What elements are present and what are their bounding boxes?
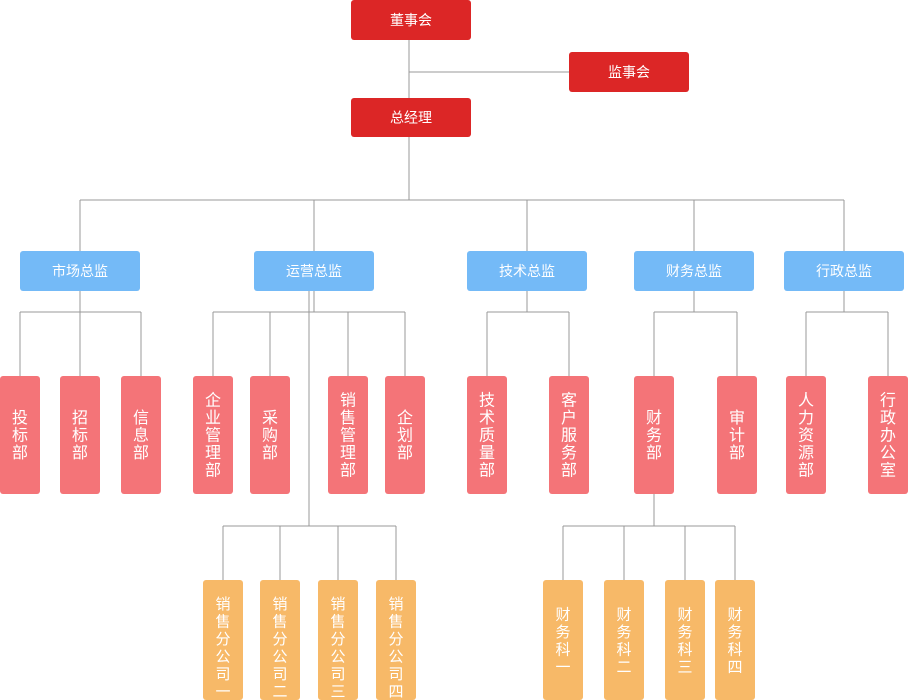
sales-branch-node-label: 销售分公司四 — [388, 595, 403, 700]
director-node: 技术总监 — [467, 251, 587, 291]
finance-section-node: 财务科一 — [543, 580, 583, 700]
department-node-label: 企划部 — [397, 408, 413, 462]
department-node: 审计部 — [717, 376, 757, 494]
finance-section-node-label: 财务科三 — [677, 605, 692, 676]
department-node-box — [467, 376, 507, 494]
department-node-label: 投标部 — [12, 408, 28, 462]
department-node-box — [786, 376, 826, 494]
finance-section-node: 财务科四 — [715, 580, 755, 700]
director-node: 财务总监 — [634, 251, 754, 291]
board-node-box — [351, 0, 471, 40]
department-node-label: 信息部 — [133, 408, 149, 462]
connector-lines — [19, 40, 889, 580]
department-node: 企业管理部 — [193, 376, 233, 494]
finance-section-node-label: 财务科四 — [727, 605, 742, 676]
department-node: 行政办公室 — [868, 376, 908, 494]
finance-section-node-box — [665, 580, 705, 700]
department-node: 销售管理部 — [328, 376, 368, 494]
department-node-box — [60, 376, 100, 494]
board-node: 董事会 — [351, 0, 471, 40]
sales-branch-node: 销售分公司二 — [260, 580, 300, 700]
department-node-box — [385, 376, 425, 494]
finance-section-node-box — [715, 580, 755, 700]
supervisors-node-box — [569, 52, 689, 92]
finance-section-node-box — [604, 580, 644, 700]
department-node-box — [328, 376, 368, 494]
director-node-label: 财务总监 — [666, 264, 722, 280]
department-node-box — [121, 376, 161, 494]
department-node-label: 采购部 — [262, 408, 278, 462]
director-node: 运营总监 — [254, 251, 374, 291]
department-node: 投标部 — [0, 376, 40, 494]
sales-branch-node-label: 销售分公司三 — [330, 595, 345, 700]
gm-node-box — [351, 98, 471, 137]
department-node-label: 人力资源部 — [798, 391, 814, 480]
director-node-box — [20, 251, 140, 291]
director-node-box — [784, 251, 904, 291]
department-node-box — [193, 376, 233, 494]
director-node: 行政总监 — [784, 251, 904, 291]
sales-branch-node-box — [260, 580, 300, 700]
department-node-box — [717, 376, 757, 494]
director-node: 市场总监 — [20, 251, 140, 291]
department-node: 企划部 — [385, 376, 425, 494]
department-node-label: 财务部 — [646, 408, 662, 462]
department-node: 招标部 — [60, 376, 100, 494]
sales-branch-node-label: 销售分公司一 — [215, 595, 230, 700]
director-node-label: 市场总监 — [52, 263, 108, 280]
department-node-label: 企业管理部 — [205, 391, 221, 480]
supervisors-node: 监事会 — [569, 52, 689, 92]
finance-section-node-label: 财务科一 — [555, 605, 570, 676]
sales-branch-node-label: 销售分公司二 — [272, 595, 287, 700]
finance-section-node-box — [543, 580, 583, 700]
supervisors-node-label: 监事会 — [608, 65, 650, 81]
director-node-box — [254, 251, 374, 291]
department-node: 技术质量部 — [467, 376, 507, 494]
department-node-box — [634, 376, 674, 494]
board-node-label: 董事会 — [390, 13, 432, 29]
sales-branch-node-box — [203, 580, 243, 700]
sales-branch-node-box — [376, 580, 416, 700]
sales-branch-node: 销售分公司三 — [318, 580, 358, 700]
department-node: 财务部 — [634, 376, 674, 494]
sales-branch-node-box — [318, 580, 358, 700]
director-node-box — [467, 251, 587, 291]
sales-branch-node: 销售分公司四 — [376, 580, 416, 700]
department-node-label: 审计部 — [729, 408, 745, 462]
department-node-box — [868, 376, 908, 494]
department-node-box — [549, 376, 589, 494]
department-node-label: 销售管理部 — [340, 391, 356, 480]
department-node: 客户服务部 — [549, 376, 589, 494]
director-node-label: 行政总监 — [816, 264, 872, 280]
department-node-label: 客户服务部 — [561, 391, 577, 480]
sales-branch-node: 销售分公司一 — [203, 580, 243, 700]
finance-section-node: 财务科三 — [665, 580, 705, 700]
department-node-box — [0, 376, 40, 494]
department-node: 信息部 — [121, 376, 161, 494]
director-node-label: 运营总监 — [286, 264, 342, 280]
gm-node: 总经理 — [351, 98, 471, 137]
finance-section-node-label: 财务科二 — [616, 605, 631, 676]
department-node-box — [250, 376, 290, 494]
department-node-label: 技术质量部 — [479, 391, 495, 480]
department-node: 人力资源部 — [786, 376, 826, 494]
department-node-label: 招标部 — [72, 408, 88, 462]
director-node-box — [634, 251, 754, 291]
finance-section-node: 财务科二 — [604, 580, 644, 700]
director-node-label: 技术总监 — [499, 264, 555, 280]
department-node: 采购部 — [250, 376, 290, 494]
department-node-label: 行政办公室 — [880, 391, 896, 480]
gm-node-label: 总经理 — [390, 111, 432, 127]
